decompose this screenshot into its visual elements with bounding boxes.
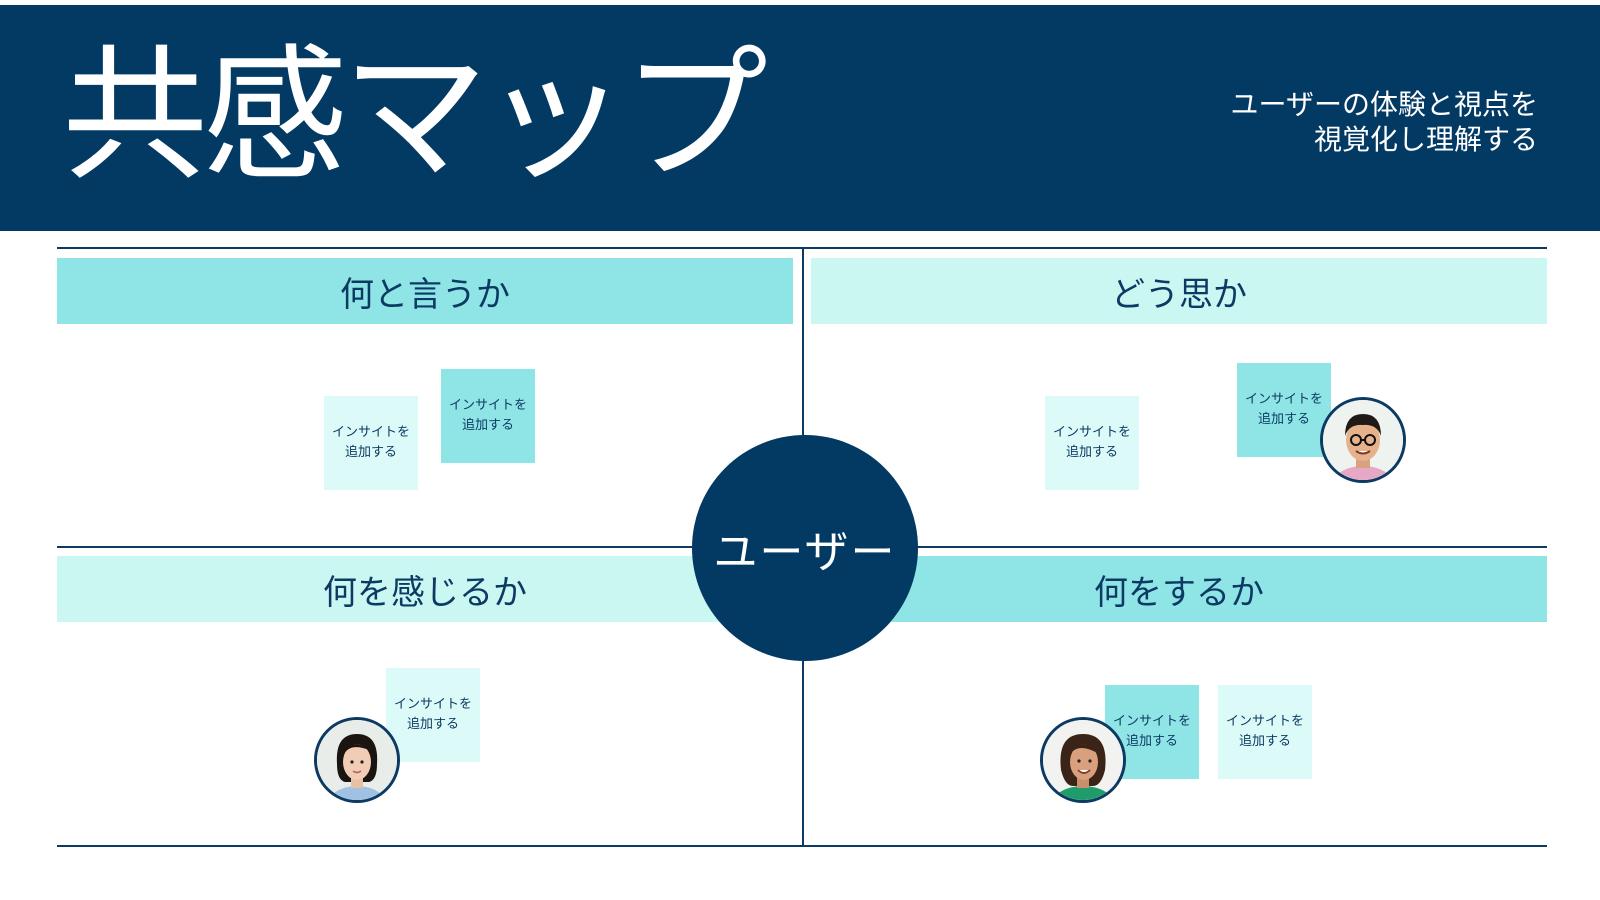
quadrant-thinks-header: どう思か [811, 258, 1547, 324]
sticky-note[interactable]: インサイトを追加する [1045, 396, 1139, 490]
note-text-line2: 追加する [1257, 412, 1310, 427]
note-text-line2: 追加する [461, 418, 514, 433]
note-text-line1: インサイトを [393, 697, 472, 712]
note-text-line2: 追加する [344, 445, 397, 460]
sticky-note[interactable]: インサイトを追加する [324, 396, 418, 490]
note-text-line2: 追加する [1065, 445, 1118, 460]
person-portrait-icon [1043, 720, 1123, 800]
quadrant-says-header: 何と言うか [57, 258, 793, 324]
center-user-label: ユーザー [713, 527, 897, 578]
quadrant-says-title: 何と言うか [340, 274, 510, 315]
sticky-note[interactable]: インサイトを追加する [441, 369, 535, 463]
sticky-note[interactable]: インサイトを追加する [1237, 363, 1331, 457]
note-text-line1: インサイトを [1112, 714, 1191, 729]
center-user-circle: ユーザー [692, 435, 918, 661]
note-text-line1: インサイトを [1052, 425, 1131, 440]
quadrant-feels-header: 何を感じるか [57, 556, 793, 622]
note-text-line1: インサイトを [1225, 714, 1304, 729]
person-portrait-icon [317, 720, 397, 800]
note-text-line1: インサイトを [331, 425, 410, 440]
quadrant-thinks-title: どう思か [1111, 274, 1247, 315]
subtitle-line-2: 視覚化し理解する [1313, 123, 1538, 156]
note-text-line2: 追加する [1238, 734, 1291, 749]
header-banner: 共感マップ ユーザーの体験と視点を 視覚化し理解する [0, 5, 1600, 231]
person-portrait-icon [1323, 400, 1403, 480]
note-text-line1: インサイトを [448, 398, 527, 413]
page-subtitle: ユーザーの体験と視点を 視覚化し理解する [1118, 87, 1538, 157]
quadrant-does-header: 何をするか [811, 556, 1547, 622]
sticky-note[interactable]: インサイトを追加する [386, 668, 480, 762]
quadrant-does-title: 何をするか [1094, 572, 1264, 613]
user-avatar [1040, 717, 1126, 803]
quadrant-feels-title: 何を感じるか [323, 572, 527, 613]
note-text-line1: インサイトを [1244, 392, 1323, 407]
page-title: 共感マップ [62, 31, 768, 201]
user-avatar [1320, 397, 1406, 483]
subtitle-line-1: ユーザーの体験と視点を [1230, 88, 1538, 121]
note-text-line2: 追加する [1125, 734, 1178, 749]
user-avatar [314, 717, 400, 803]
note-text-line2: 追加する [406, 717, 459, 732]
sticky-note[interactable]: インサイトを追加する [1218, 685, 1312, 779]
